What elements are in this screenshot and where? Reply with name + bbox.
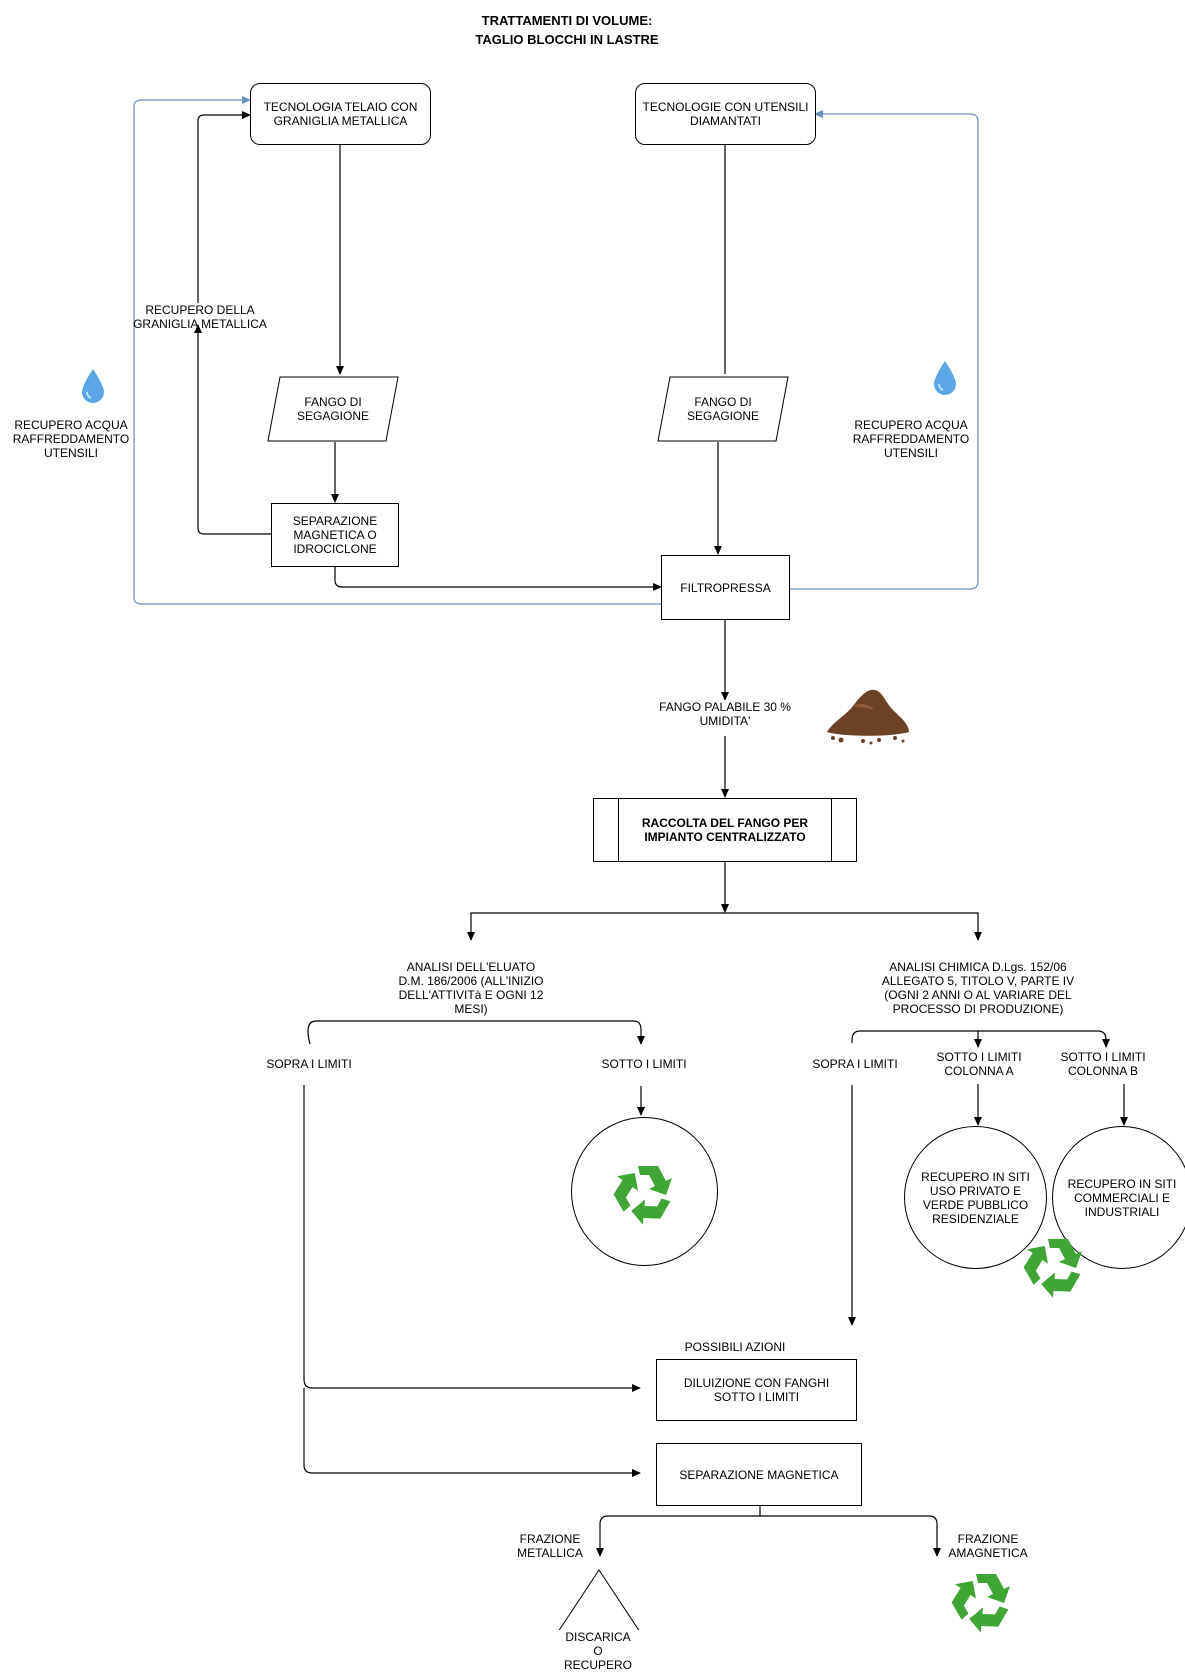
node-separazione-label: SEPARAZIONE MAGNETICA O IDROCICLONE bbox=[292, 514, 378, 556]
node-raccolta-fango[interactable]: RACCOLTA DEL FANGO PER IMPIANTO CENTRALI… bbox=[593, 798, 857, 862]
node-tecnologie-diamantati[interactable]: TECNOLOGIE CON UTENSILI DIAMANTATI bbox=[635, 83, 816, 145]
label-analisi-chimica: ANALISI CHIMICA D.Lgs. 152/06 ALLEGATO 5… bbox=[881, 960, 1075, 1016]
water-drop-icon bbox=[934, 361, 956, 395]
label-sotto-colonna-b: SOTTO I LIMITI COLONNA B bbox=[1060, 1050, 1146, 1078]
node-recupero-eluato[interactable] bbox=[571, 1117, 718, 1266]
node-diluizione[interactable]: DILUIZIONE CON FANGHI SOTTO I LIMITI bbox=[656, 1359, 857, 1421]
connector-mag-split bbox=[596, 1506, 761, 1557]
connector-sopra-left-2 bbox=[303, 1388, 641, 1477]
connector-graniglia-recovery bbox=[194, 324, 271, 535]
water-recovery-line-left bbox=[133, 96, 661, 605]
node-fango-left-label: FANGO DI SEGAGIONE bbox=[296, 395, 370, 423]
soil-pile-icon bbox=[827, 689, 909, 745]
node-recupero-uso-privato[interactable]: RECUPERO IN SITI USO PRIVATO E VERDE PUB… bbox=[904, 1126, 1047, 1269]
connector-split-left bbox=[467, 912, 725, 941]
label-recupero-acqua-right: RECUPERO ACQUA RAFFREDDAMENTO UTENSILI bbox=[852, 418, 970, 460]
label-analisi-eluato: ANALISI DELL'ELUATO D.M. 186/2006 (ALL'I… bbox=[398, 960, 544, 1016]
node-separazione[interactable]: SEPARAZIONE MAGNETICA O IDROCICLONE bbox=[271, 503, 399, 567]
node-filtropressa-label: FILTROPRESSA bbox=[680, 580, 771, 595]
node-separazione-magnetica-label: SEPARAZIONE MAGNETICA bbox=[679, 1467, 839, 1482]
node-tecnologia-telaio[interactable]: TECNOLOGIA TELAIO CON GRANIGLIA METALLIC… bbox=[250, 83, 431, 145]
node-recupero-uso-privato-label: RECUPERO IN SITI USO PRIVATO E VERDE PUB… bbox=[921, 1169, 1030, 1226]
connector-split-right bbox=[725, 912, 982, 941]
node-raccolta-right-bar bbox=[831, 799, 832, 861]
recycle-icon bbox=[951, 1574, 1010, 1633]
node-discarica-label: DISCARICA O RECUPERO bbox=[548, 1630, 648, 1672]
connector-chimica-split bbox=[851, 1030, 1110, 1048]
connector-mag-right bbox=[760, 1515, 941, 1557]
diagram-title-line-2: TAGLIO BLOCCHI IN LASTRE bbox=[475, 32, 659, 47]
node-diluizione-label: DILUIZIONE CON FANGHI SOTTO I LIMITI bbox=[683, 1376, 830, 1404]
label-fango-palabile: FANGO PALABILE 30 % UMIDITA' bbox=[640, 700, 810, 728]
label-sotto-limiti-eluato: SOTTO I LIMITI bbox=[601, 1057, 687, 1071]
node-recupero-commerciali[interactable]: RECUPERO IN SITI COMMERCIALI E INDUSTRIA… bbox=[1052, 1126, 1185, 1269]
connector-sopra-left bbox=[303, 1085, 641, 1392]
connector-eluato-split bbox=[307, 1020, 645, 1045]
node-tecnologie-diamantati-label: TECNOLOGIE CON UTENSILI DIAMANTATI bbox=[642, 100, 809, 128]
recycle-icon bbox=[1023, 1239, 1082, 1298]
node-raccolta-label: RACCOLTA DEL FANGO PER IMPIANTO CENTRALI… bbox=[641, 816, 809, 844]
label-possibili-azioni: POSSIBILI AZIONI bbox=[684, 1340, 786, 1354]
connector-graniglia-to-telaio bbox=[197, 111, 251, 303]
node-recupero-commerciali-label: RECUPERO IN SITI COMMERCIALI E INDUSTRIA… bbox=[1067, 1176, 1177, 1219]
diagram-title-line-1: TRATTAMENTI DI VOLUME: bbox=[481, 13, 653, 28]
connector-separazione-to-filtro bbox=[334, 567, 662, 591]
label-frazione-metallica: FRAZIONE METALLICA bbox=[517, 1532, 583, 1560]
label-sotto-colonna-a: SOTTO I LIMITI COLONNA A bbox=[936, 1050, 1022, 1078]
discarica-triangle bbox=[555, 1569, 643, 1636]
node-raccolta-left-bar bbox=[618, 799, 619, 861]
water-drop-icon bbox=[82, 369, 104, 403]
node-filtropressa[interactable]: FILTROPRESSA bbox=[661, 555, 790, 620]
label-recupero-acqua-left: RECUPERO ACQUA RAFFREDDAMENTO UTENSILI bbox=[12, 418, 130, 460]
node-fango-left-shape[interactable] bbox=[266, 376, 400, 442]
label-sopra-limiti-chimica: SOPRA I LIMITI bbox=[812, 1057, 898, 1071]
label-recupero-graniglia: RECUPERO DELLA GRANIGLIA METALLICA bbox=[133, 303, 267, 331]
label-sopra-limiti-eluato: SOPRA I LIMITI bbox=[266, 1057, 352, 1071]
node-fango-right-label: FANGO DI SEGAGIONE bbox=[686, 395, 760, 423]
water-recovery-line-right bbox=[790, 110, 979, 590]
label-frazione-amagnetica: FRAZIONE AMAGNETICA bbox=[948, 1532, 1028, 1560]
recycle-icon bbox=[613, 1166, 672, 1225]
node-separazione-magnetica[interactable]: SEPARAZIONE MAGNETICA bbox=[656, 1443, 862, 1506]
node-fango-right-shape[interactable] bbox=[656, 376, 790, 442]
node-tecnologia-telaio-label: TECNOLOGIA TELAIO CON GRANIGLIA METALLIC… bbox=[263, 100, 418, 128]
